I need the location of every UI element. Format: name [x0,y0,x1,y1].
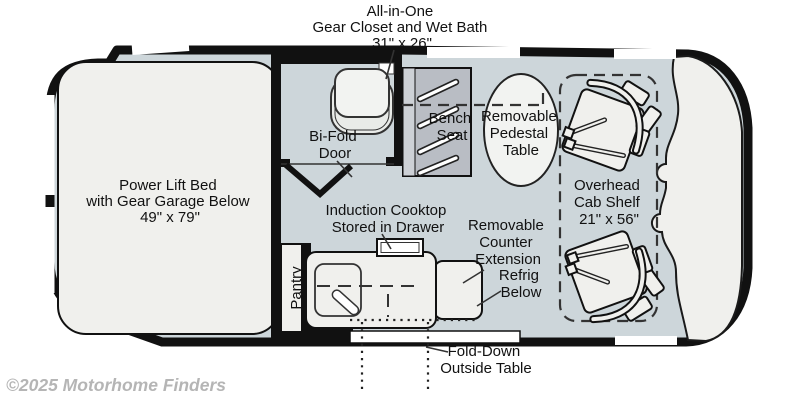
refrigerator-label: Refrig Below [499,267,543,301]
bench-seat-label: Bench Seat [429,110,476,144]
bench-seat [402,67,472,177]
windows [45,40,677,345]
power-lift-bed-label: Power Lift Bed with Gear Garage Below 49… [85,177,254,226]
seat-belts [416,78,460,177]
pantry-label: Pantry [288,266,305,310]
induction-cooktop-label: Induction Cooktop Stored in Drawer [325,202,450,236]
bifold-door-label: Bi-Fold Door [309,128,361,162]
counter-extension-label: Removable Counter Extension [468,217,548,268]
overhead-cab-shelf-label: Overhead Cab Shelf 21" x 56" [574,177,644,228]
pantry-cabinet [280,243,303,333]
sink [314,263,362,317]
cab-area [651,54,743,343]
pedestal-table [483,73,559,187]
leader-lines [336,49,502,353]
faucet [331,289,360,316]
toilet [334,68,390,118]
counter-extension [433,260,483,320]
wet-bath-label: All-in-One Gear Closet and Wet Bath 31" … [313,3,492,52]
fold-down-outside-table [349,322,521,392]
induction-cooktop [376,238,424,257]
bifold-door [284,162,354,198]
watermark: ©2025 Motorhome Finders [6,375,226,395]
kitchen-counter [305,251,437,329]
galley [280,238,483,333]
pedestal-table-label: Removable Pedestal Table [481,108,561,159]
fold-down-table-label: Fold-Down Outside Table [440,343,531,377]
wet-bath [330,68,394,135]
